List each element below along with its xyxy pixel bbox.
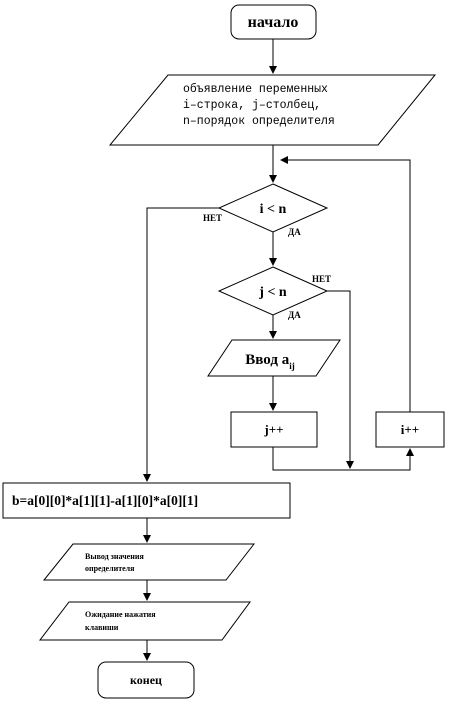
output-line-2: определителя [85,564,135,573]
end-terminator [97,661,195,699]
calc-process-block [2,482,291,519]
declare-io-block [108,74,437,146]
decision-j-no-label: НЕТ [312,274,331,284]
decision-i-no-label: НЕТ [203,213,222,223]
loop-back-i-line [280,156,411,412]
end-label: конец [130,673,162,687]
wait-line-2: клавиши [85,623,119,632]
i-increment-block [375,411,445,448]
input-io-block [207,339,341,377]
decision-j-label: j < n [258,285,287,300]
input-label: Ввод aij [245,352,294,371]
decision-j-yes-label: ДА [288,310,301,320]
decision-i-yes-label: ДА [288,227,301,237]
j-increment-block [230,411,318,448]
wait-line-1: Ожидание нажатия [85,610,156,619]
start-label: начало [248,14,299,31]
declare-line-3: n–порядок определителя [183,115,335,128]
input-subscript: ij [289,361,295,371]
output-line-1: Вывод значения [85,552,144,561]
calc-label: b=a[0][0]*a[1][1]-a[1][0]*a[0][1] [12,493,198,508]
wait-io-block [38,601,251,641]
merge-line [272,447,414,471]
declare-line-1: объявление переменных [183,83,328,96]
j-increment-label: j++ [263,422,283,437]
output-io-block [42,543,256,581]
decision-i-label: i < n [260,202,287,217]
branch-i-no-line [143,207,219,482]
declare-line-2: i–строка, j–столбец, [183,99,321,112]
branch-j-no-line [327,290,354,469]
i-increment-label: i++ [401,422,419,437]
